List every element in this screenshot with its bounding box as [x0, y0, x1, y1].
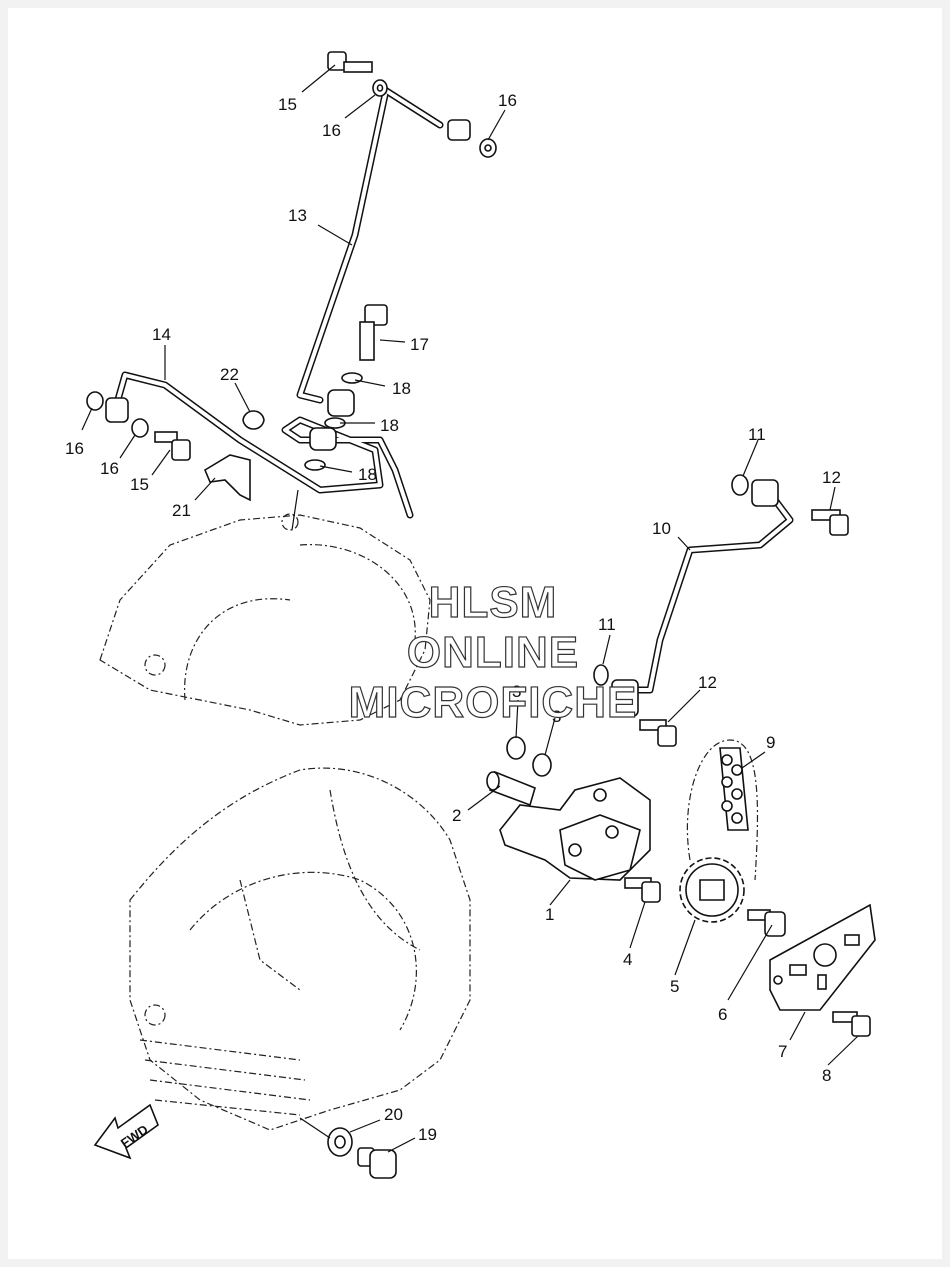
callout-16: 16	[65, 439, 84, 458]
oil-pipe-13	[296, 86, 444, 404]
washer-16-right	[479, 138, 497, 158]
o-rings-3	[506, 736, 552, 777]
callout-8: 8	[822, 1066, 831, 1085]
fitting-top-right	[447, 119, 471, 141]
callout-16: 16	[322, 121, 341, 140]
union-fittings	[309, 389, 355, 451]
watermark-line-1: HLSM	[429, 578, 558, 627]
watermark-line-3: MICROFICHE	[349, 678, 638, 727]
callout-18: 18	[380, 416, 399, 435]
chain-9	[686, 739, 759, 881]
o-ring-11-mid	[593, 664, 609, 686]
bolt-17	[359, 304, 388, 361]
cover-7	[769, 903, 876, 1011]
flange-10-top	[751, 479, 779, 507]
callout-15: 15	[278, 95, 297, 114]
callout-17: 17	[410, 335, 429, 354]
sprocket-5	[679, 857, 745, 923]
callout-6: 6	[718, 1005, 727, 1024]
flange-10-bottom	[611, 679, 639, 717]
bolt-4	[624, 877, 661, 903]
bolt-15-left	[154, 431, 191, 461]
callout-18: 18	[392, 379, 411, 398]
bracket-21	[203, 454, 251, 502]
callout-9: 9	[766, 733, 775, 752]
callout-11: 11	[748, 425, 766, 444]
o-ring-11-top	[731, 474, 749, 496]
callout-numbers: 15 16 16 13 17 18 18 18 14 22 16 16 15 2…	[65, 91, 841, 1144]
callout-3: 3	[512, 682, 521, 701]
callout-1: 1	[545, 905, 554, 924]
callout-18: 18	[358, 465, 377, 484]
oil-pipe-14	[111, 371, 414, 519]
bolt-12-top	[811, 509, 849, 536]
bolt-12-bottom	[639, 719, 677, 747]
washers-18	[304, 372, 363, 471]
clamp-22	[242, 410, 265, 430]
dowel-2	[486, 770, 536, 807]
callout-20: 20	[384, 1105, 403, 1124]
callout-15: 15	[130, 475, 149, 494]
callout-5: 5	[670, 977, 679, 996]
diagram-frame	[8, 8, 942, 1259]
callout-12: 12	[822, 468, 841, 487]
fwd-arrow-icon: FWD	[93, 1103, 159, 1160]
callout-4: 4	[623, 950, 632, 969]
callout-14: 14	[152, 325, 171, 344]
watermark-line-2: ONLINE	[407, 628, 579, 677]
callout-3: 3	[552, 707, 561, 726]
callout-22: 22	[220, 365, 239, 384]
callout-10: 10	[652, 519, 671, 538]
oil-pump-1	[499, 777, 651, 881]
callout-16: 16	[100, 459, 119, 478]
callout-12: 12	[698, 673, 717, 692]
bolt-6	[747, 909, 786, 937]
washer-16-top	[372, 79, 388, 97]
bolt-15-top	[327, 51, 373, 73]
fitting-left	[105, 397, 129, 423]
callout-7: 7	[778, 1042, 787, 1061]
watermark: HLSM ONLINE MICROFICHE	[348, 577, 638, 727]
callout-13: 13	[288, 206, 307, 225]
leader-lines	[81, 64, 859, 1153]
callout-16: 16	[498, 91, 517, 110]
callout-21: 21	[172, 501, 191, 520]
drain-bolt-19	[357, 1147, 397, 1179]
callout-11: 11	[598, 615, 616, 634]
bolt-8	[832, 1011, 871, 1037]
engine-outline	[99, 513, 471, 1131]
washer-16-left	[86, 391, 149, 438]
callout-2: 2	[452, 806, 461, 825]
gasket-20	[327, 1127, 353, 1157]
callout-19: 19	[418, 1125, 437, 1144]
